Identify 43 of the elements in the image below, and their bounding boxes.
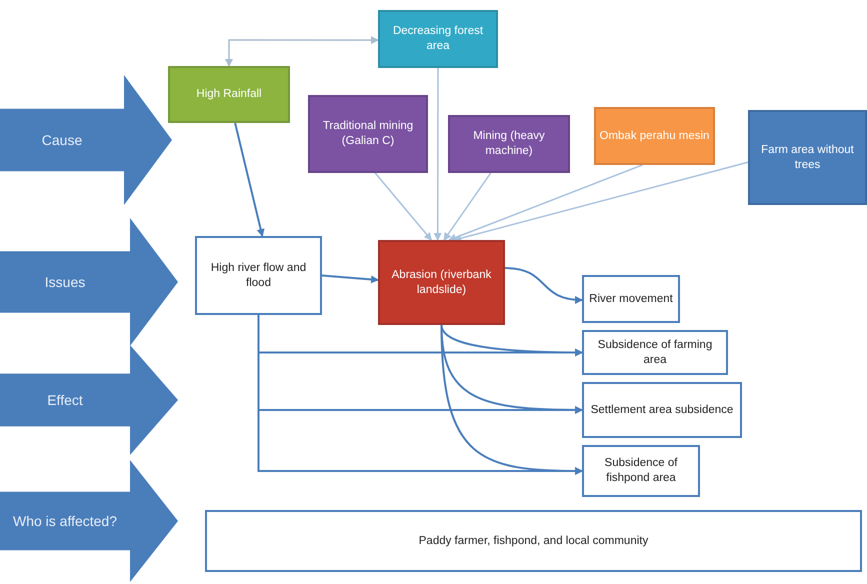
- box-label: River movement: [589, 292, 673, 306]
- process-box: [582, 445, 700, 497]
- process-box: [205, 510, 862, 572]
- box-label: Subsidence of farming area: [596, 338, 714, 368]
- box-label: Subsidence of fishpond area: [604, 456, 678, 486]
- process-box: [582, 382, 742, 438]
- stage-tab: [0, 218, 178, 346]
- box-label: High river flow and flood: [210, 260, 308, 290]
- box-label: Abrasion (riverbank landslide): [390, 268, 492, 298]
- process-box: [582, 275, 680, 323]
- stage-tab: [0, 345, 178, 455]
- process-box: [308, 95, 428, 173]
- stage-tab: [0, 75, 172, 205]
- process-box: [594, 107, 715, 165]
- arrow: [322, 274, 379, 284]
- box-label: Paddy farmer, fishpond, and local community: [418, 534, 648, 548]
- process-box: [378, 10, 498, 68]
- arrow: [234, 122, 265, 237]
- process-box: [168, 66, 290, 123]
- arrow: [504, 267, 583, 304]
- arrow: [448, 164, 643, 242]
- box-label: Farm area without trees: [760, 142, 855, 172]
- arrow-label: Cause: [40, 130, 84, 150]
- box-label: Ombak perahu mesin: [600, 128, 710, 144]
- arrow-label: Effect: [46, 390, 84, 410]
- arrow: [453, 162, 748, 242]
- box-label: Mining (heavy machine): [472, 129, 546, 159]
- arrow: [374, 172, 432, 241]
- process-box: [195, 236, 322, 315]
- arrow: [434, 68, 442, 241]
- arrow-label: Who is affected?: [12, 512, 118, 530]
- box-label: High Rainfall: [196, 87, 262, 102]
- stage-tab: [0, 460, 178, 582]
- box-label: Settlement area subsidence: [590, 402, 734, 418]
- arrow: [225, 36, 379, 67]
- box-label: Decreasing forest area: [392, 24, 484, 54]
- process-box: [448, 115, 570, 173]
- box-label: Traditional mining (Galian C): [322, 119, 414, 149]
- process-box: [582, 330, 728, 375]
- arrow: [443, 172, 492, 241]
- process-box: [378, 240, 505, 325]
- process-box: [748, 110, 867, 205]
- arrow-label: Issues: [44, 272, 86, 292]
